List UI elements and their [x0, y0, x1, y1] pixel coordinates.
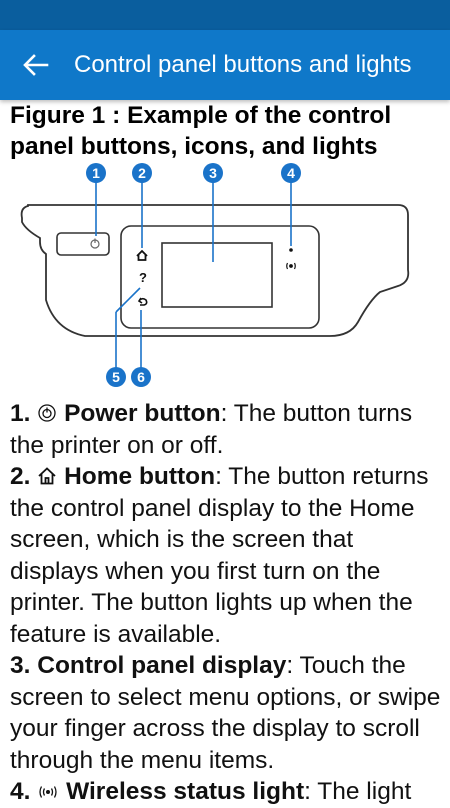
list-item-power: 1. Power button: The button turns the pr…: [10, 398, 446, 461]
description-list: 1. Power button: The button turns the pr…: [10, 398, 446, 808]
item-number: 2.: [10, 463, 31, 490]
back-button[interactable]: [6, 30, 66, 100]
page-title: Control panel buttons and lights: [74, 51, 412, 78]
list-item-home: 2. Home button: The button returns the c…: [10, 461, 446, 650]
wireless-icon: [286, 262, 296, 270]
power-icon: [38, 404, 56, 422]
svg-text:2: 2: [138, 165, 146, 181]
list-item-display: 3. Control panel display: Touch the scre…: [10, 650, 446, 776]
item-number: 1.: [10, 400, 31, 427]
back-icon: [137, 297, 148, 306]
status-bar: [0, 0, 450, 30]
svg-text:4: 4: [287, 165, 295, 181]
item-text: : The button returns the control panel d…: [10, 463, 429, 648]
callout-1: 1: [86, 163, 106, 183]
home-icon: [38, 467, 56, 485]
callout-4: 4: [281, 163, 301, 183]
item-number: 3.: [10, 652, 31, 679]
item-name: Home button: [64, 463, 216, 490]
app-bar: Control panel buttons and lights: [0, 30, 450, 100]
power-button-shape: [56, 232, 110, 256]
item-name: Power button: [64, 400, 221, 427]
callout-5: 5: [106, 367, 126, 387]
control-panel-diagram: ? 1 2 3 4 5 6: [20, 163, 410, 387]
svg-text:5: 5: [112, 369, 120, 385]
callout-2: 2: [132, 163, 152, 183]
back-arrow-icon: [23, 54, 49, 76]
item-text: : The light: [304, 778, 412, 805]
help-icon: ?: [139, 270, 147, 285]
figure-title: Figure 1 : Example of the control panel …: [10, 102, 392, 160]
control-panel-display: [161, 242, 273, 308]
item-text: : Touch the screen to select menu option…: [10, 652, 441, 774]
list-item-wireless: 4. Wireless status light: The light: [10, 776, 446, 808]
svg-text:6: 6: [137, 369, 145, 385]
callout-3: 3: [203, 163, 223, 183]
wireless-light: [289, 248, 293, 252]
svg-text:1: 1: [92, 165, 100, 181]
item-number: 4.: [10, 778, 31, 805]
callout-6: 6: [131, 367, 151, 387]
item-text: : The button turns the printer on or off…: [10, 400, 413, 459]
item-name: Control panel display: [37, 652, 287, 679]
home-icon: [136, 249, 148, 261]
item-name: Wireless status light: [66, 778, 305, 805]
wireless-icon: [39, 786, 57, 798]
svg-text:3: 3: [209, 165, 217, 181]
